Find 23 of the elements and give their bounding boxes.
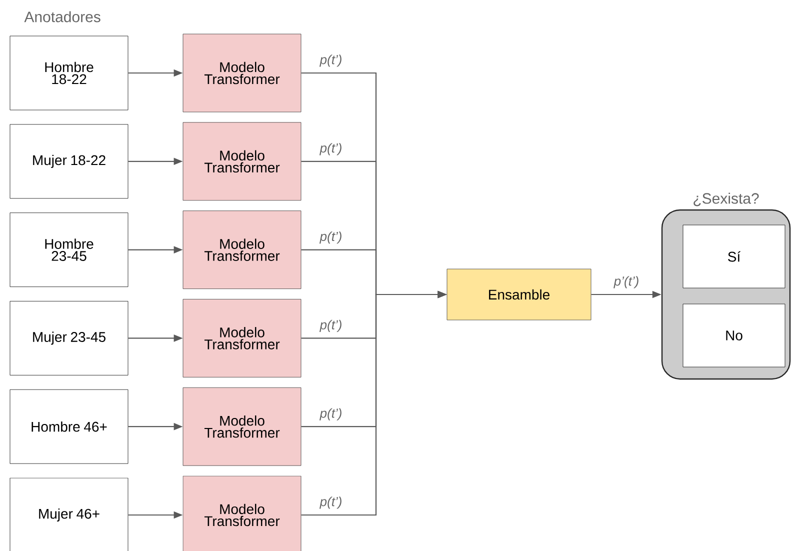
ensemble-box: Ensamble xyxy=(446,268,592,320)
label-box: Mujer 46+ xyxy=(10,478,128,551)
edge-label: p(t’) xyxy=(319,54,342,67)
label-box: No xyxy=(682,304,786,368)
model-box: Modelo Transformer xyxy=(182,210,302,289)
group-heading: ¿Sexista? xyxy=(694,192,759,206)
edge-label: p(t’) xyxy=(319,496,342,509)
label-box: Hombre 23-45 xyxy=(10,212,128,287)
edge-label: p(t’) xyxy=(319,231,342,244)
label-box: Sí xyxy=(682,224,786,288)
model-box: Modelo Transformer xyxy=(182,476,302,551)
model-box: Modelo Transformer xyxy=(182,387,302,466)
model-box: Modelo Transformer xyxy=(182,34,302,112)
edge-label: p(t’) xyxy=(319,143,342,156)
label-box: Mujer 18-22 xyxy=(10,124,128,199)
label-box: Hombre 46+ xyxy=(10,389,128,464)
edge-label: p(t’) xyxy=(319,408,342,420)
label-box: Hombre 18-22 xyxy=(10,36,128,110)
label-box: Mujer 23-45 xyxy=(10,301,128,376)
model-box: Modelo Transformer xyxy=(182,122,302,201)
edge-label: p’(t’) xyxy=(614,276,638,288)
edge-label: p(t’) xyxy=(319,320,342,332)
model-box: Modelo Transformer xyxy=(182,299,302,378)
